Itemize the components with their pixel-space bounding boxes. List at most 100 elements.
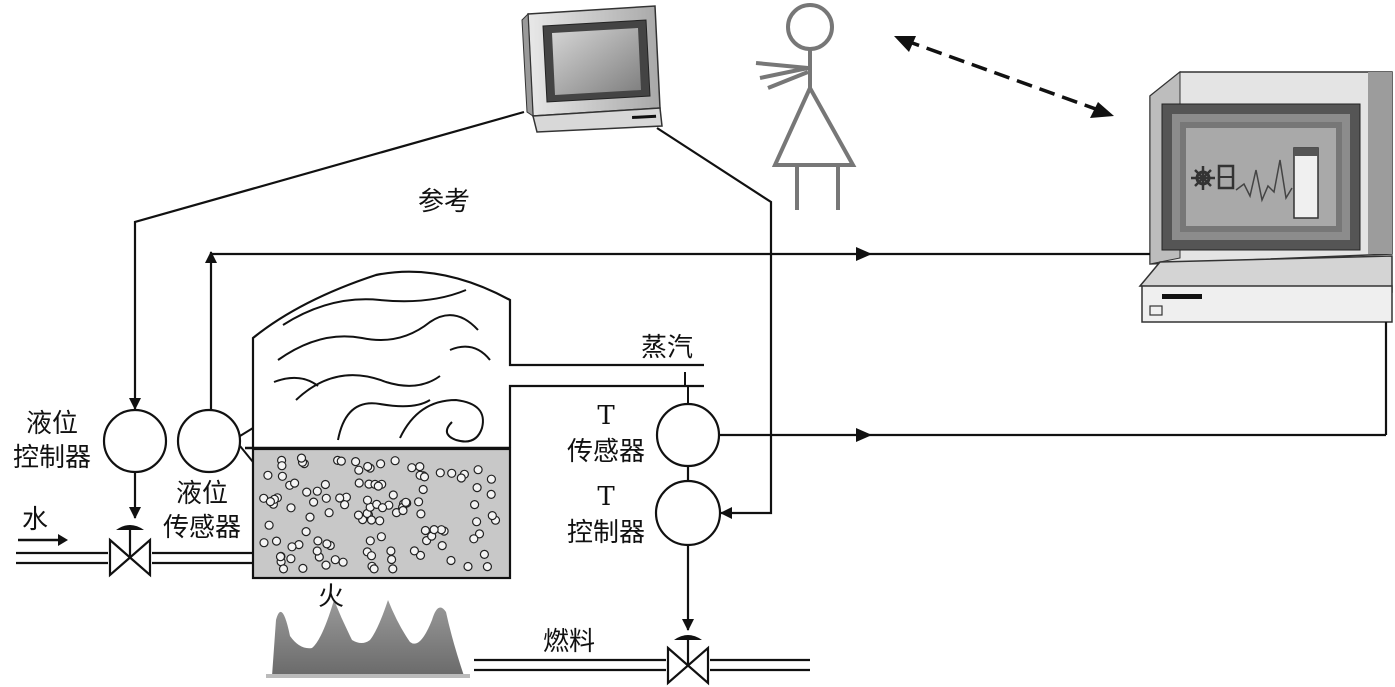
fuel-label: 燃料 <box>543 627 595 657</box>
water-valve[interactable] <box>108 525 152 578</box>
level-controller-label-line1: 液位 <box>26 409 78 439</box>
bubble <box>376 459 386 469</box>
t-sensor-label-line1: T <box>597 401 615 431</box>
bubble <box>353 510 364 520</box>
fuel-valve[interactable] <box>666 635 710 686</box>
bubble <box>287 542 297 552</box>
bubble <box>340 500 350 510</box>
boiler-drum <box>245 270 704 580</box>
fire-label: 火 <box>318 582 344 612</box>
bubble <box>373 481 383 491</box>
bubble <box>420 525 430 536</box>
bubble <box>414 497 424 507</box>
bubble <box>305 512 315 522</box>
reference-label: 参考 <box>418 187 470 217</box>
bubble <box>265 497 275 507</box>
fuel-pipe <box>474 658 810 672</box>
level-controller[interactable] <box>102 408 168 474</box>
level-sensor-label-line1: 液位 <box>176 479 228 509</box>
bubble <box>390 456 400 466</box>
bubble <box>419 472 430 482</box>
gear-icon <box>1191 166 1215 190</box>
water-feed-pipe <box>16 534 253 565</box>
bubble <box>365 536 375 546</box>
bubble <box>259 538 269 548</box>
bubble <box>415 462 425 472</box>
bubble <box>275 552 286 562</box>
bubble <box>429 524 439 535</box>
bubble <box>301 526 311 537</box>
bubble <box>321 493 331 503</box>
bubble <box>263 470 273 480</box>
bubble <box>435 468 445 478</box>
bubble <box>388 490 398 500</box>
bubble <box>470 500 480 510</box>
bubble <box>338 557 348 567</box>
bubble <box>375 516 385 526</box>
boiler-water <box>251 447 512 580</box>
bubble <box>447 468 457 478</box>
bubble <box>322 539 332 549</box>
bubble <box>312 486 322 496</box>
bubble <box>415 550 426 561</box>
bubble <box>472 483 482 493</box>
bubble <box>277 471 287 481</box>
t-sensor-label-line2: 传感器 <box>567 437 645 467</box>
bubble <box>473 465 483 475</box>
bubble <box>418 484 428 495</box>
bubble <box>398 505 408 516</box>
bubble <box>409 546 419 556</box>
diagram-labels: 参考 蒸汽 液位 控制器 液位 传感器 水 火 燃料 T 传感器 T 控制器 <box>13 187 693 657</box>
bubble <box>296 453 307 463</box>
flame-icon <box>266 600 470 678</box>
water-label: 水 <box>22 505 48 535</box>
bubble <box>437 540 447 551</box>
bubble <box>290 478 300 488</box>
bubble <box>469 534 479 544</box>
bubble <box>312 546 322 556</box>
temperature-controller[interactable] <box>654 479 722 547</box>
level-sensor-label-line2: 传感器 <box>163 513 241 543</box>
bubble <box>376 532 386 542</box>
t-controller-label-line2: 控制器 <box>567 518 645 548</box>
signal-lines <box>129 110 1388 631</box>
bubble <box>302 487 312 497</box>
bubble <box>336 456 346 466</box>
bubble <box>377 503 388 513</box>
bubble <box>321 560 331 570</box>
water-bubbles <box>259 453 501 574</box>
bubble <box>298 563 308 574</box>
bubble <box>354 478 364 488</box>
bubble <box>277 461 287 471</box>
bubble <box>487 510 497 521</box>
operator-person-icon <box>755 3 857 210</box>
bubble <box>324 508 334 518</box>
level-controller-label-line2: 控制器 <box>13 443 91 473</box>
bubble <box>320 479 330 490</box>
bubble <box>472 517 482 527</box>
level-sensor[interactable] <box>176 408 254 474</box>
bubble <box>463 561 473 572</box>
steam-curls <box>273 289 491 443</box>
bubble <box>401 497 411 507</box>
bubble <box>271 536 282 546</box>
bubble <box>330 555 340 565</box>
operator-monitor-icon <box>521 5 663 133</box>
bubble <box>486 474 496 484</box>
bubble <box>479 549 489 560</box>
bubble <box>366 551 377 561</box>
bubble <box>264 520 274 530</box>
bubble <box>278 564 289 574</box>
supervisory-computer-icon <box>1138 70 1393 323</box>
temperature-sensor[interactable] <box>655 386 721 468</box>
bubble <box>482 561 492 572</box>
bubble <box>286 503 296 513</box>
bubble <box>313 536 323 546</box>
bubble <box>354 465 364 475</box>
bubble <box>363 461 373 472</box>
steam-label: 蒸汽 <box>641 333 693 363</box>
bubble <box>407 463 417 473</box>
bubble <box>386 546 396 556</box>
bubble <box>387 554 397 565</box>
